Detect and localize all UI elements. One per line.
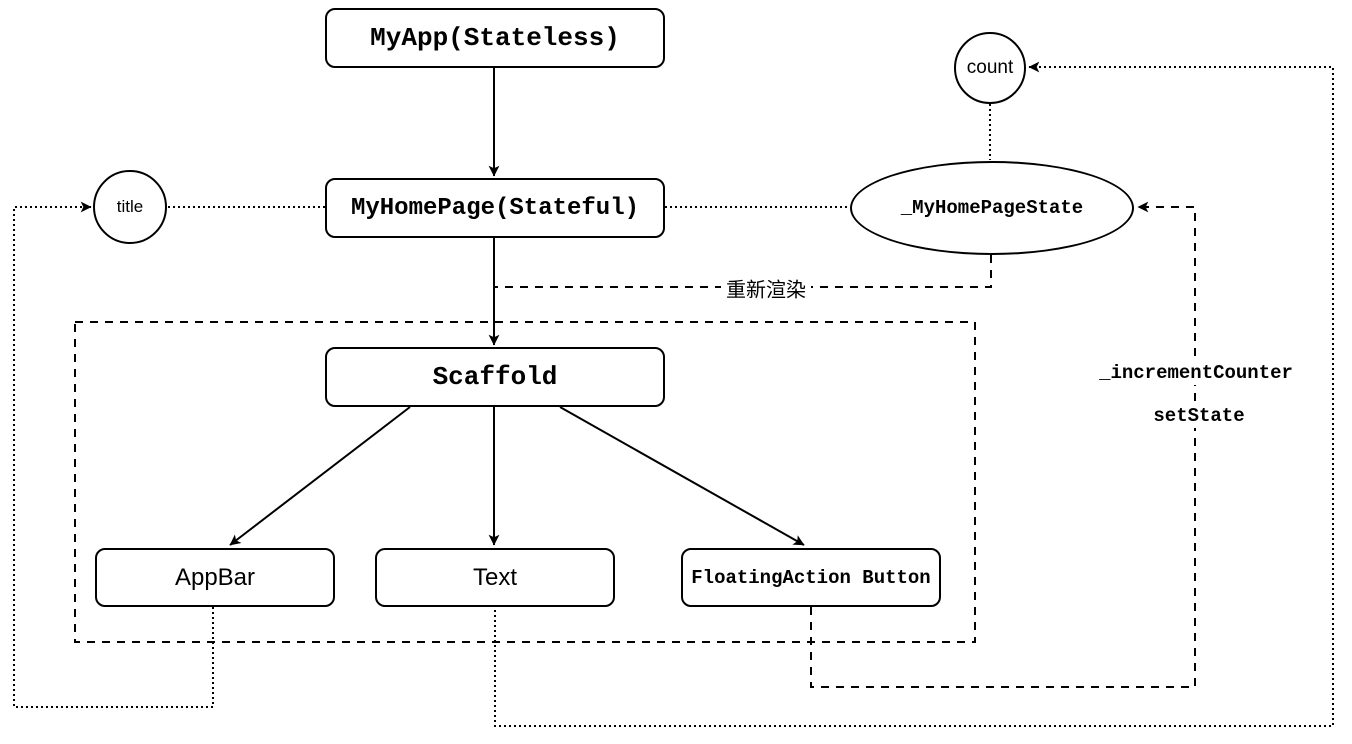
edge-state-rerender-dashed [494, 255, 992, 288]
edge-scaffold-to-appbar [229, 406, 411, 546]
node-myhomepagestate-ellipse: _MyHomePageState [850, 161, 1134, 255]
node-count-property-circle: count [954, 32, 1026, 104]
node-myhomepage-stateful: MyHomePage(Stateful) [325, 178, 665, 238]
scaffold-subtree-dashed-container [74, 321, 976, 643]
edge-label-increment-counter: _incrementCounter [1094, 361, 1298, 385]
edge-appbar-loop-to-title-dotted [13, 201, 214, 708]
edge-fab-increment-to-state-dashed [810, 201, 1196, 688]
node-appbar: AppBar [95, 548, 335, 607]
node-floating-action-button: FloatingAction Button [681, 548, 941, 607]
node-text: Text [375, 548, 615, 607]
edge-label-rerender: 重新渲染 [721, 272, 811, 304]
node-myapp-stateless: MyApp(Stateless) [325, 8, 665, 68]
edge-scaffold-to-fab [559, 406, 805, 546]
edge-label-setstate: setState [1148, 404, 1250, 428]
node-scaffold: Scaffold [325, 347, 665, 407]
node-title-property-circle: title [93, 170, 167, 244]
